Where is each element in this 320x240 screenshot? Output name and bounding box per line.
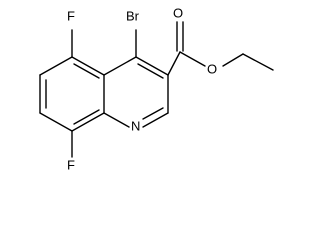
bond-c4a-c5 — [71, 56, 105, 76]
molecule-canvas: Br F F O O N — [39, 5, 274, 172]
bond-c5-c6 — [39, 56, 73, 76]
bond-c-oester — [179, 51, 206, 67]
bond-oester-ch2 — [222, 53, 244, 67]
atom-f-bottom: F — [67, 157, 75, 172]
bond-c2-n1 — [142, 112, 169, 128]
bond-n1-c8a — [103, 112, 130, 128]
bond-c8-c8a — [71, 112, 105, 132]
atom-br: Br — [126, 8, 140, 23]
atom-o-carbonyl: O — [173, 5, 183, 20]
bond-c7-c8 — [39, 112, 73, 132]
atom-o-ester: O — [207, 61, 217, 76]
atom-n: N — [131, 118, 140, 133]
bond-c8-c8a-inner — [73, 109, 100, 125]
bond-c3-ccarbonyl — [167, 51, 181, 76]
bond-c4-c3-inner — [137, 63, 164, 79]
bond-ch2-ch3 — [242, 53, 274, 71]
bond-c4a-c5-inner — [73, 63, 100, 79]
bond-c2-n1-inner — [142, 107, 164, 120]
bond-c4-c3 — [135, 56, 169, 76]
atom-f-top: F — [67, 8, 75, 23]
bond-c4a-c4 — [103, 56, 137, 76]
structure-diagram: Br F F O O N — [39, 5, 274, 172]
